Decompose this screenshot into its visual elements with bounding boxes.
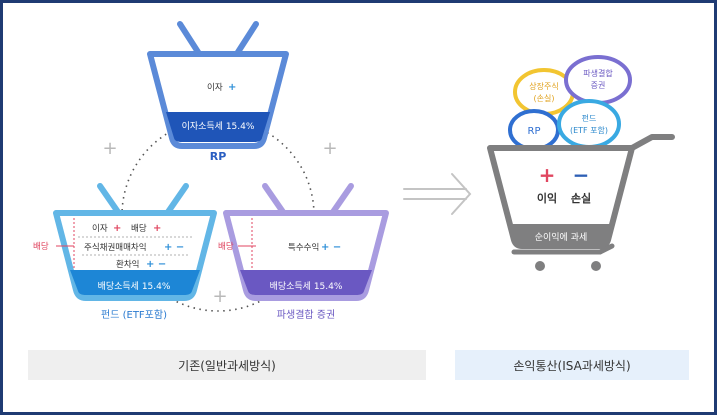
rp-basket: 이자 + 이자소득세 15.4%	[147, 21, 289, 149]
bubble-fund-line2: (ETF 포함)	[570, 126, 608, 135]
deriv-item-text: 특수수익	[288, 242, 319, 253]
derivative-basket: 특수수익 + − 배당소득세 15.4%	[223, 183, 389, 301]
rp-label: RP	[210, 150, 227, 163]
deriv-side-label: 배당	[218, 241, 234, 252]
loss-sign: −	[573, 163, 590, 187]
fund-item-capital-gain-signs: + −	[164, 242, 184, 253]
fund-item-fx-gain-signs: + −	[146, 259, 166, 270]
cart-wheel-left	[535, 261, 545, 271]
bubble-listed-line2: (손실)	[534, 93, 555, 103]
rp-item-sign: +	[228, 82, 236, 93]
gain-sign: +	[539, 163, 556, 187]
deriv-item-signs: + −	[321, 242, 341, 253]
cart-wheel-right	[591, 261, 601, 271]
fund-tax-label: 배당소득세 15.4%	[98, 281, 171, 292]
bubble-rp: RP	[508, 109, 560, 151]
fund-side-label: 배당	[33, 241, 49, 252]
bubble-listed-line1: 상장주식	[529, 81, 558, 91]
gain-label: 이익	[537, 191, 557, 205]
plus-left: +	[102, 138, 117, 159]
bubble-fund-line1: 펀드	[582, 114, 597, 123]
fund-item-dividend: 배당	[131, 223, 147, 234]
fund-item-fx-gain: 환차익	[116, 259, 139, 270]
plus-bottom: +	[212, 286, 227, 307]
fund-dividend-bracket: 배당	[33, 218, 75, 268]
shopping-cart-icon	[487, 134, 675, 271]
caption-isa-tax: 손익통산(ISA과세방식)	[455, 350, 689, 380]
deriv-dividend-bracket: 배당	[218, 218, 256, 268]
bubble-derivative-line1: 파생결합	[583, 68, 613, 78]
loss-label: 손실	[571, 191, 591, 205]
fund-item-dividend-sign: +	[153, 223, 161, 234]
rp-tax-label: 이자소득세 15.4%	[182, 121, 255, 132]
bubble-fund: 펀드 (ETF 포함)	[557, 99, 621, 149]
transition-arrow	[403, 173, 472, 215]
fund-item-interest: 이자	[92, 223, 108, 234]
fund-item-capital-gain: 주식채권매매차익	[84, 242, 147, 253]
bubble-rp-text: RP	[528, 126, 541, 137]
net-profit-tax-label: 순이익에 과세	[535, 231, 588, 243]
bubble-derivative: 파생결합 증권	[564, 55, 632, 105]
bubble-derivative-line2: 증권	[591, 80, 606, 90]
fund-item-interest-sign: +	[113, 223, 121, 234]
plus-right: +	[322, 138, 337, 159]
fund-basket: 이자 + 배당 + 주식채권매매차익 + − 환차익 + − 배당소득세 15.…	[53, 183, 217, 301]
rp-item-text: 이자	[207, 82, 223, 93]
fund-label: 펀드 (ETF포함)	[101, 309, 167, 321]
caption-general-tax-text: 기존(일반과세방식)	[178, 358, 276, 373]
caption-general-tax: 기존(일반과세방식)	[28, 350, 426, 380]
deriv-label: 파생결합 증권	[277, 309, 335, 321]
deriv-tax-label: 배당소득세 15.4%	[270, 281, 343, 292]
caption-isa-tax-text: 손익통산(ISA과세방식)	[513, 358, 631, 373]
